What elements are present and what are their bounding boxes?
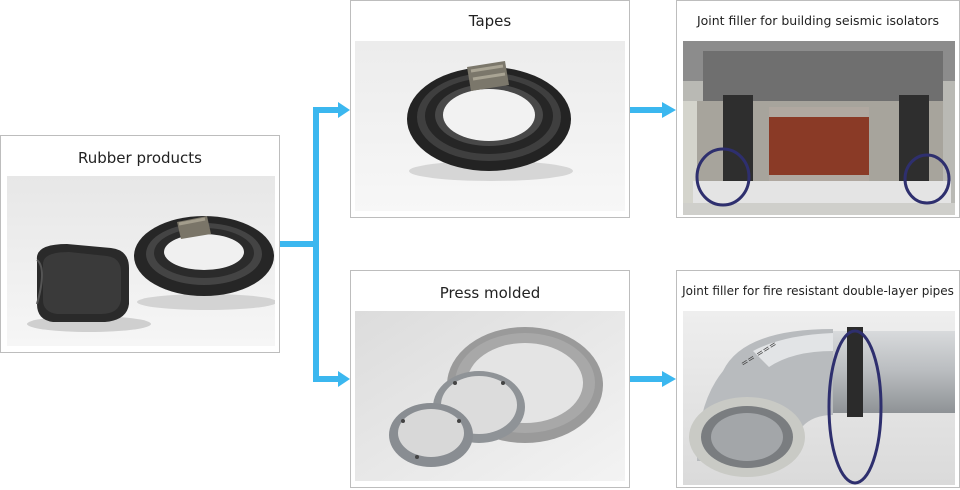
seismic-isolator-card: Joint filler for building seismic isolat… — [676, 0, 960, 218]
seismic-isolator-title: Joint filler for building seismic isolat… — [696, 13, 940, 28]
press-molded-title: Press molded — [439, 284, 541, 302]
rubber-products-title: Rubber products — [78, 149, 202, 167]
arrowhead-to-pipes — [662, 371, 676, 387]
seismic-isolator-photo-icon — [683, 41, 955, 215]
press-molded-card: Press molded — [350, 270, 630, 488]
pipes-card: Joint filler for fire resistant double-l… — [676, 270, 960, 488]
connector-trunk — [280, 107, 340, 247]
rubber-tape-coil-photo-icon — [355, 41, 625, 211]
tapes-card: Tapes — [350, 0, 630, 218]
arrowhead-to-seismic — [662, 102, 676, 118]
gasket-rings-photo-icon — [355, 311, 625, 481]
arrowhead-to-tapes — [338, 102, 350, 118]
rubber-products-card: Rubber products — [0, 135, 280, 353]
rubber-rolls-photo-icon — [7, 176, 275, 346]
connector-branch-lower — [313, 244, 340, 382]
tapes-title: Tapes — [468, 12, 512, 30]
pipes-title: Joint filler for fire resistant double-l… — [682, 284, 954, 298]
pipe-elbow-photo-icon: == === — [683, 311, 955, 485]
arrowhead-to-press — [338, 371, 350, 387]
